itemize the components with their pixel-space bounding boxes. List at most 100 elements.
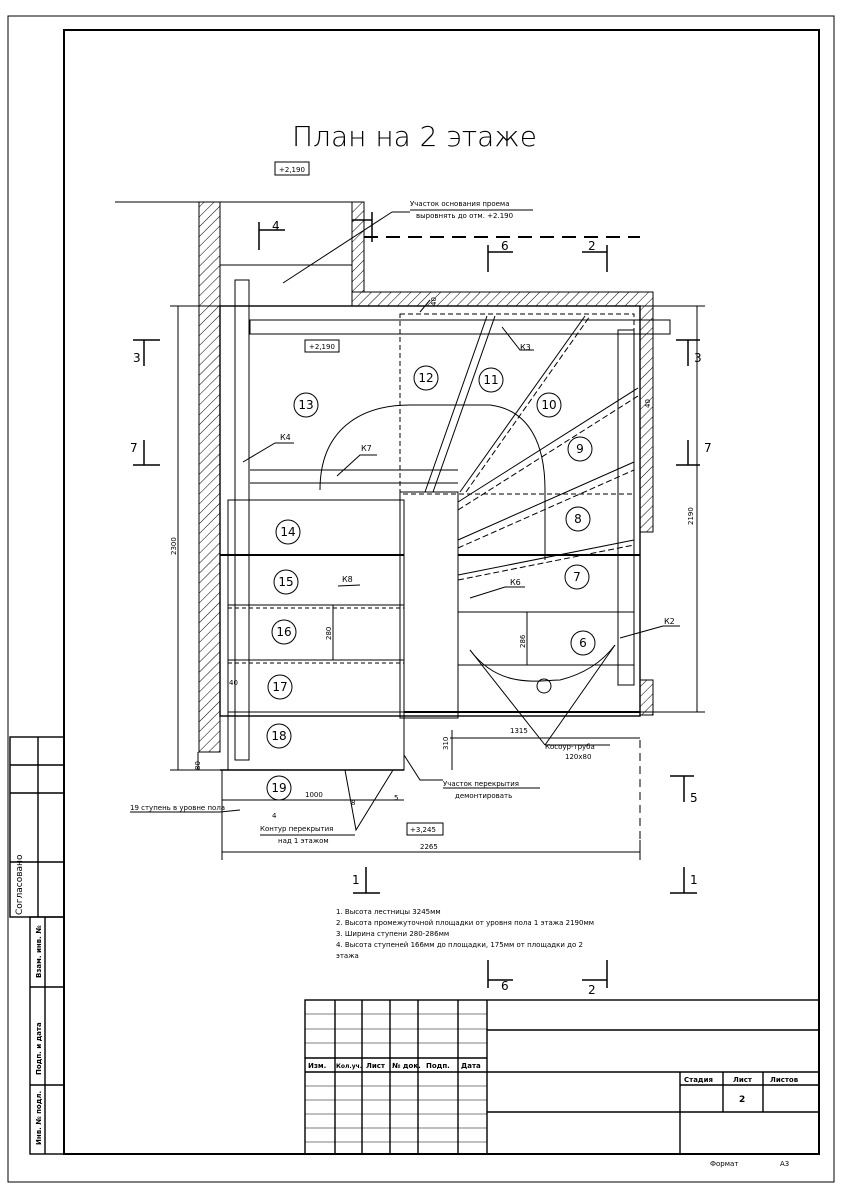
- central-post: [399, 491, 459, 719]
- section-label: 1: [352, 873, 360, 887]
- stair-opening-outline: [219, 305, 641, 717]
- side-stamp: [9, 736, 65, 1155]
- beam-label-k3: К3: [520, 343, 531, 352]
- dim-text: 286: [519, 634, 527, 648]
- beam-labels: К4 К7 К3 К8 К6 К2: [280, 343, 675, 626]
- section-label: 3: [133, 351, 141, 365]
- step-circle: [273, 569, 299, 595]
- step-number: 8: [574, 512, 582, 526]
- step-number: 14: [280, 525, 295, 539]
- beam-top-rail: [249, 319, 671, 335]
- winder-treads: [319, 315, 639, 581]
- opening-wall: [351, 201, 365, 293]
- callout-leaders: [130, 209, 610, 836]
- dimension-texts: 2300 2190 280 286 310 80 40 40 40 1315 1…: [170, 297, 695, 851]
- stamp-agreed: Согласовано: [15, 854, 25, 915]
- step-number: 7: [573, 570, 581, 584]
- callout-pipe-l1: Косоур-труба: [545, 743, 595, 751]
- beam-k2: [617, 329, 635, 686]
- callout-contour-l1: Контур перекрытия: [260, 825, 333, 833]
- callout-opening-l2: выровнять до отм. +2.190: [416, 212, 513, 220]
- dim-text: 1315: [510, 727, 528, 735]
- step-circle: [266, 723, 292, 749]
- top-wall: [351, 291, 654, 307]
- stamp-inv-vzam: Взам. инв. №: [35, 925, 43, 978]
- level-mark-top-text: +2,190: [279, 166, 305, 174]
- step-number: 15: [278, 575, 293, 589]
- step-markers: [266, 365, 596, 801]
- callout-contour-l2: над 1 этажом: [278, 837, 329, 845]
- section-label: 7: [704, 441, 712, 455]
- section-labels: 4 6 2 3 3 7 7 5 1 1 6 2: [130, 219, 712, 997]
- step-number: 13: [298, 398, 313, 412]
- step-circle: [275, 519, 301, 545]
- level-mark-landing-text: +2,190: [309, 343, 335, 351]
- tb-sheets: Листов: [770, 1076, 799, 1084]
- step-number: 19: [271, 781, 286, 795]
- note-line: этажа: [336, 952, 359, 960]
- tb-col: Подп.: [426, 1062, 450, 1070]
- inner-frame: [63, 29, 820, 1155]
- beam-label-k7: К7: [361, 444, 372, 453]
- landing-dashed: [399, 313, 635, 495]
- beam-label-k2: К2: [664, 617, 675, 626]
- side-stamp-labels: Согласовано Взам. инв. № Подп. и дата Ин…: [15, 854, 43, 1145]
- section-label: 3: [694, 351, 702, 365]
- dim-text: 40: [644, 399, 652, 408]
- step-numbers: 6 7 8 9 10 11 12 13 14 15 16 17 18 19: [271, 371, 586, 795]
- callout-step19: 19 ступень в уровне пола: [130, 804, 225, 812]
- step-number: 9: [576, 442, 584, 456]
- section-label: 6: [501, 979, 509, 993]
- step-circle: [570, 630, 596, 656]
- note-line: 1. Высота лестницы 3245мм: [336, 908, 441, 916]
- step-number: 10: [541, 398, 556, 412]
- notes: 1. Высота лестницы 3245мм 2. Высота пром…: [336, 908, 594, 960]
- beam-label-k8: К8: [342, 575, 353, 584]
- step-circle: [478, 367, 504, 393]
- tb-format-value: А3: [780, 1160, 789, 1168]
- step-number: 17: [272, 680, 287, 694]
- section-label: 1: [690, 873, 698, 887]
- tb-col: Лист: [366, 1062, 386, 1070]
- tb-format-label: Формат: [710, 1160, 738, 1168]
- outer-border: [7, 15, 835, 1183]
- tb-col: Кол.уч.: [336, 1063, 362, 1070]
- step-circle: [567, 436, 593, 462]
- right-wall-lower: [639, 679, 654, 716]
- dim-text: 310: [442, 737, 450, 750]
- step-circle: [271, 619, 297, 645]
- tb-sheet: Лист: [733, 1076, 753, 1084]
- dim-text: 1000: [305, 791, 323, 799]
- dim-text: 5: [394, 794, 398, 802]
- section-label: 2: [588, 983, 596, 997]
- step-circle: [293, 392, 319, 418]
- tb-col: Дата: [461, 1062, 481, 1070]
- dim-text: 2190: [687, 507, 695, 525]
- tb-stage: Стадия: [684, 1076, 713, 1084]
- section-cuts: [133, 212, 700, 988]
- level-mark-bottom: [406, 822, 444, 836]
- section-label: 7: [130, 441, 138, 455]
- dim-text: 8: [351, 799, 355, 807]
- dim-text: 40: [229, 679, 238, 687]
- beam-left-stringer: [234, 279, 250, 761]
- beam-label-k4: К4: [280, 433, 291, 442]
- callout-slab-l2: демонтировать: [455, 792, 512, 800]
- stamp-inv-orig: Инв. № подл.: [35, 1091, 43, 1145]
- level-mark-landing: [304, 339, 340, 353]
- level-mark-top: [274, 161, 310, 176]
- dim-text: 80: [194, 761, 202, 770]
- callout-slab-l1: Участок перекрытия: [443, 780, 519, 788]
- stamp-sign-date: Подп. и дата: [35, 1022, 43, 1075]
- tb-col: № док.: [392, 1062, 421, 1070]
- step-number: 12: [418, 371, 433, 385]
- dim-text: 2300: [170, 537, 178, 555]
- step-circle: [413, 365, 439, 391]
- dimension-lines: [170, 299, 705, 860]
- title-block-rows: [305, 1013, 487, 1143]
- callout-opening-l1: Участок основания проема: [410, 200, 510, 208]
- tb-col: Изм.: [308, 1062, 326, 1070]
- step-circle: [564, 564, 590, 590]
- dim-text: 2265: [420, 843, 438, 851]
